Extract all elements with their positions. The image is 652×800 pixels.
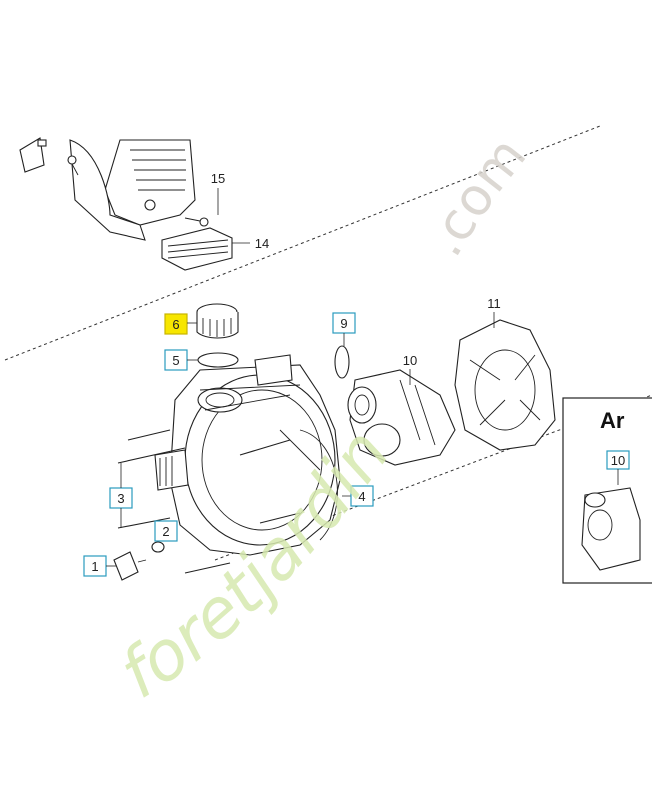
callout-10-text: 10	[403, 353, 417, 368]
o-ring-part-2	[151, 541, 165, 553]
inset-panel: Ar 10	[562, 397, 652, 584]
callout-9-text: 9	[340, 316, 347, 331]
callout-1-text: 1	[91, 559, 98, 574]
inset-title: Ar	[600, 408, 625, 433]
callout-2[interactable]: 2	[154, 520, 178, 542]
callout-4-text: 4	[358, 489, 365, 504]
callout-6[interactable]: 6	[164, 313, 197, 335]
callout-3-text: 3	[117, 491, 124, 506]
callout-2-text: 2	[162, 524, 169, 539]
diffuser-part-11	[454, 319, 556, 451]
callout-14[interactable]: 14	[255, 236, 269, 251]
callout-11-text: 11	[487, 296, 501, 311]
callout-4[interactable]: 4	[350, 485, 374, 507]
frame-assembly	[19, 137, 196, 241]
screws-part-3	[117, 429, 301, 574]
callout-15[interactable]: 15	[211, 171, 225, 186]
callout-6-text: 6	[172, 317, 179, 332]
callout-1[interactable]: 1	[83, 555, 116, 577]
callout-9[interactable]: 9	[332, 312, 356, 346]
foot-part-14	[161, 227, 250, 271]
callout-15-text: 15	[211, 171, 225, 186]
o-ring-part-5	[197, 352, 239, 368]
plug-part-6	[196, 303, 239, 339]
drain-plug-part-1	[113, 551, 147, 581]
callout-5-text: 5	[172, 353, 179, 368]
o-ring-part-9	[334, 345, 350, 379]
impeller-part-10	[347, 369, 456, 466]
section-divider-upper	[4, 125, 601, 361]
watermark-domain: .com	[415, 126, 538, 266]
callout-14-text: 14	[255, 236, 269, 251]
pump-housing	[154, 354, 341, 556]
callout-11[interactable]: 11	[487, 296, 501, 328]
callout-3[interactable]: 3	[109, 463, 133, 528]
callout-10[interactable]: 10	[403, 353, 417, 385]
callout-5[interactable]: 5	[164, 349, 198, 371]
screw-part-15	[184, 188, 219, 227]
inset-label-10: 10	[611, 453, 625, 468]
